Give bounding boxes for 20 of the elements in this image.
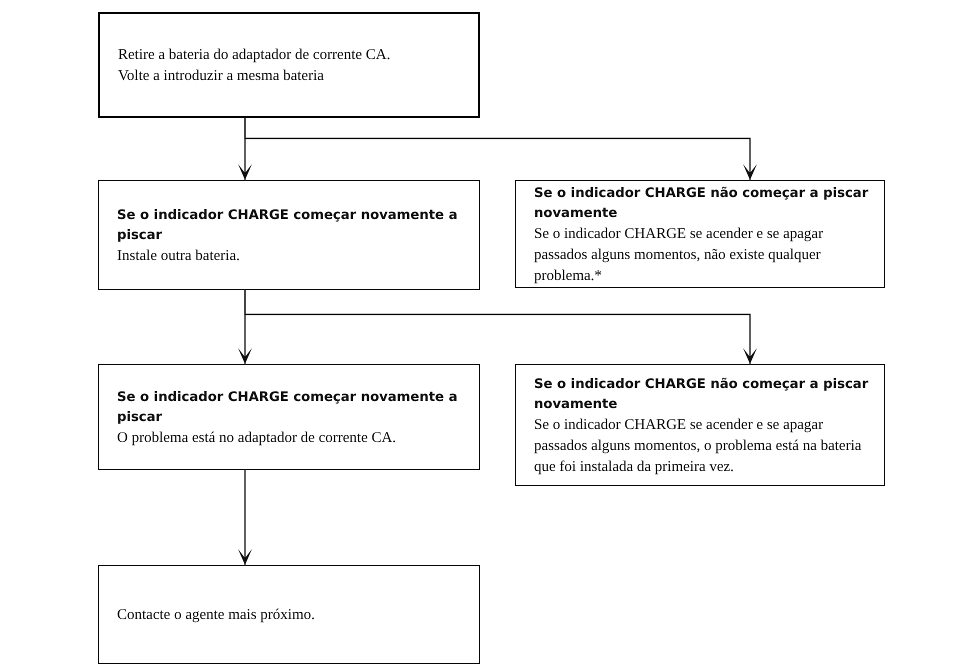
box-text: Contacte o agente mais próximo. [117,606,316,625]
box-text: Instale outra bateria. [117,246,241,266]
box-heading: Se o indicador CHARGE não começar a piscar novamente [534,376,870,414]
arrow [238,470,252,565]
process-box [98,565,480,664]
process-box [515,364,885,486]
arrow [244,290,757,364]
box-heading: Se o indicador CHARGE não começar a piscar novamente [534,184,870,222]
box-text: Volte a introduzir a mesma bateria [118,67,325,86]
process-box [98,364,480,470]
box-heading: Se o indicador CHARGE começar novamente a piscar [117,206,458,244]
process-box [515,180,885,288]
process-box [98,12,480,118]
box-text: Se o indicador CHARGE se acender e se apagar passados alguns momentos, não existe qualquer problema.* [534,224,824,286]
arrow [244,118,757,180]
box-text: O problema está no adaptador de corrente CA. [117,428,398,448]
process-box [98,180,480,290]
box-text: Se o indicador CHARGE se acender e se apagar passados alguns momentos, o problema está na bateria que foi instalada da primeira vez. [534,416,862,476]
box-text: Retire a bateria do adaptador de corrente CA. [118,46,392,65]
box-heading: Se o indicador CHARGE começar novamente a piscar [117,388,458,426]
